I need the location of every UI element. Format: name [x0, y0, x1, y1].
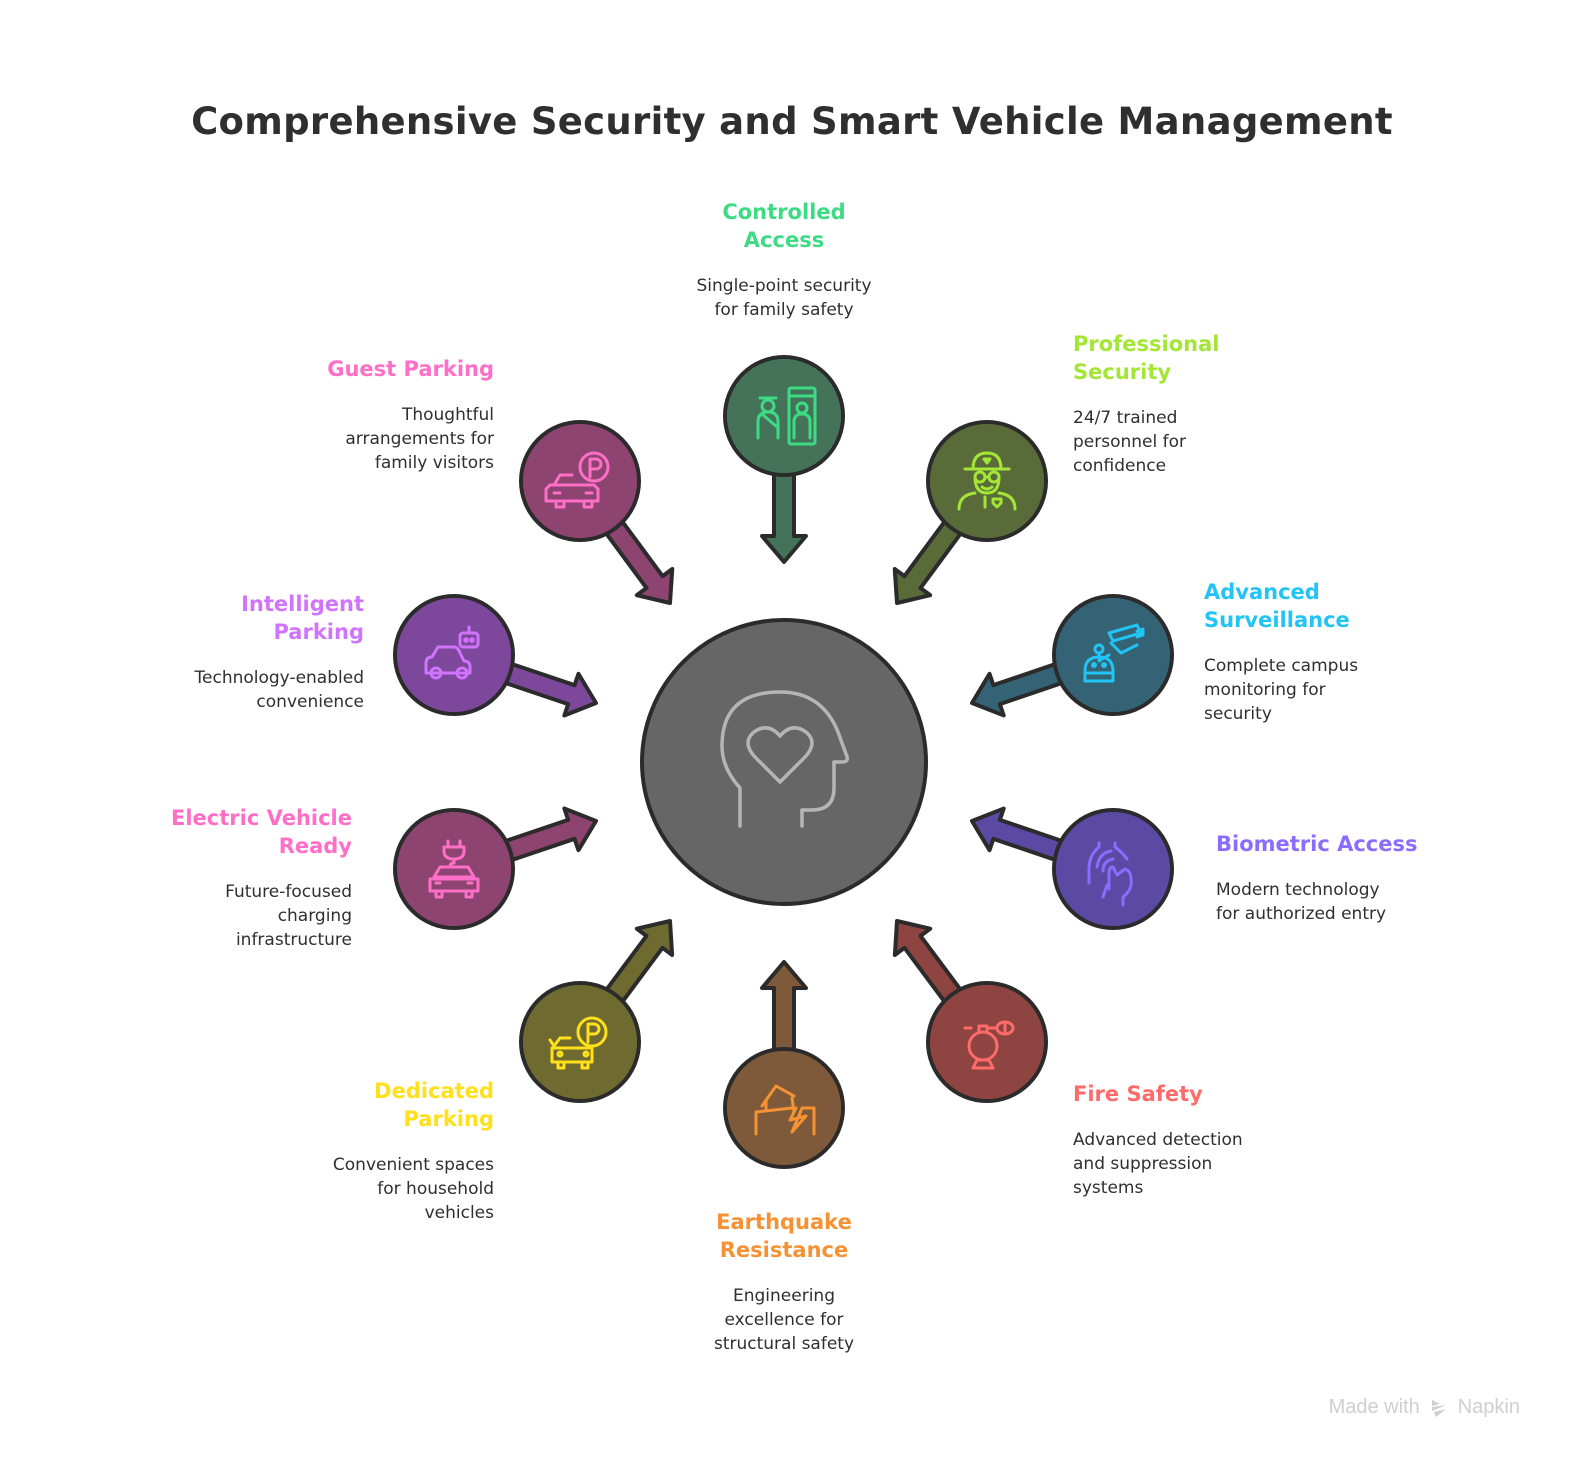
napkin-brand-text: Napkin — [1457, 1396, 1520, 1418]
node-description: Modern technology for authorized entry — [1216, 880, 1387, 924]
node-title: Intelligent Parking — [241, 592, 364, 644]
fingerprint-hand-icon — [1087, 841, 1133, 907]
node-title: Controlled Access — [722, 200, 846, 252]
node-fill-guest-parking — [523, 424, 637, 538]
node-dedicated-parking — [519, 919, 675, 1103]
cctv-camera-icon — [1083, 623, 1145, 683]
node-fill-professional-security — [930, 424, 1044, 538]
smart-car-robot-icon — [424, 625, 480, 680]
node-fire-safety — [892, 919, 1048, 1103]
node-description: Convenient spaces for household vehicles — [332, 1155, 494, 1223]
node-fill-electric-vehicle-ready — [397, 812, 511, 926]
head-heart-icon — [720, 690, 850, 828]
node-electric-vehicle-ready — [393, 806, 598, 930]
node-title: Professional Security — [1073, 332, 1220, 384]
napkin-logo-icon — [1431, 1399, 1446, 1417]
node-earthquake-resistance — [723, 960, 845, 1169]
node-description: Single-point security for family safety — [696, 276, 872, 320]
node-title: Earthquake Resistance — [716, 1210, 852, 1262]
security-guard-icon — [957, 451, 1017, 511]
node-fill-intelligent-parking — [397, 598, 511, 712]
node-description: Complete campus monitoring for security — [1204, 656, 1359, 724]
node-description: Thoughtful arrangements for family visit… — [345, 405, 494, 473]
earthquake-house-icon — [754, 1084, 816, 1136]
node-biometric-access — [970, 806, 1174, 930]
node-title: Electric Vehicle Ready — [171, 806, 352, 858]
node-title: Fire Safety — [1073, 1082, 1203, 1106]
node-controlled-access — [723, 355, 845, 564]
node-description: 24/7 trained personnel for confidence — [1073, 408, 1187, 476]
node-intelligent-parking — [393, 594, 598, 718]
car-parking-icon — [548, 1016, 608, 1070]
node-title: Advanced Surveillance — [1204, 580, 1350, 632]
footer-watermark: Made with Napkin — [1329, 1396, 1520, 1419]
center-circle — [640, 618, 928, 906]
label-professional-security: Professional Security 24/7 trained person… — [1073, 330, 1313, 478]
made-with-text: Made with — [1328, 1396, 1420, 1418]
ev-charging-car-icon — [428, 839, 480, 899]
node-description: Advanced detection and suppression syste… — [1073, 1130, 1243, 1198]
node-professional-security — [892, 420, 1048, 605]
node-fill-fire-safety — [930, 985, 1044, 1099]
node-description: Technology-enabled convenience — [194, 668, 364, 712]
node-description: Engineering excellence for structural sa… — [713, 1286, 855, 1354]
node-title: Guest Parking — [327, 357, 494, 381]
node-title: Biometric Access — [1216, 832, 1418, 856]
center-node — [640, 618, 928, 906]
node-fill-dedicated-parking — [523, 985, 637, 1099]
node-title: Dedicated Parking — [374, 1079, 494, 1131]
fire-extinguisher-icon — [963, 1020, 1015, 1070]
node-guest-parking — [519, 420, 675, 605]
node-description: Future-focused charging infrastructure — [225, 882, 352, 950]
node-fill-controlled-access — [727, 359, 841, 473]
guest-car-parking-icon — [544, 451, 610, 509]
node-fill-advanced-surveillance — [1056, 598, 1170, 712]
diagram-title: Comprehensive Security and Smart Vehicle… — [191, 100, 1393, 143]
node-advanced-surveillance — [970, 594, 1174, 718]
security-gate-icon — [756, 386, 817, 446]
